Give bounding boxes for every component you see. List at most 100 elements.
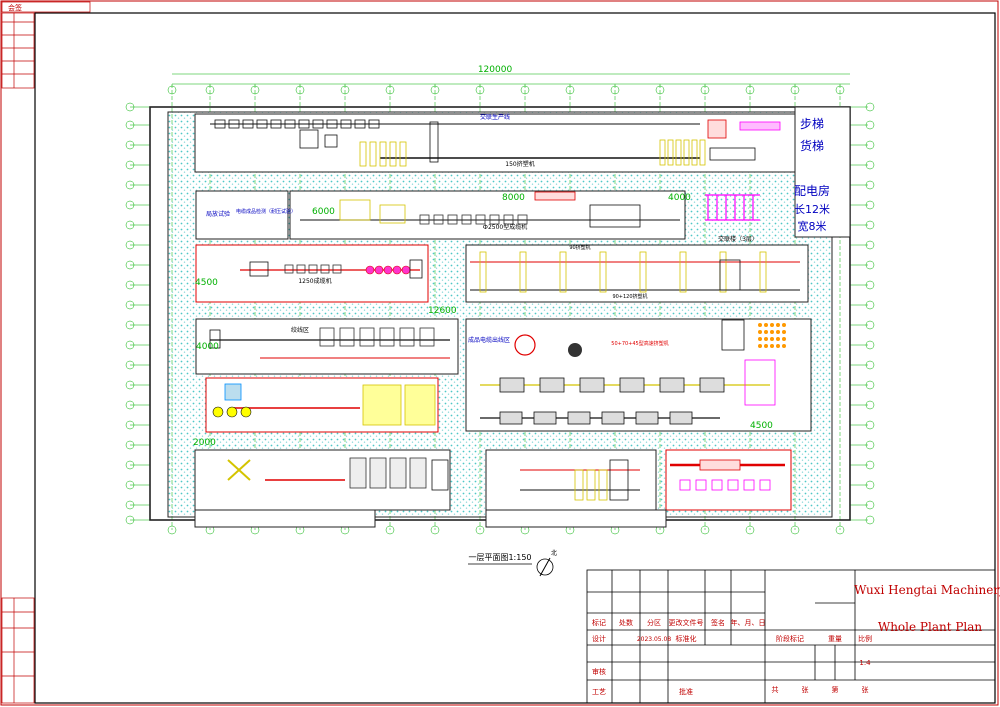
reel-stock xyxy=(758,337,762,341)
grid-bubble-right xyxy=(865,420,875,430)
machine-unit xyxy=(419,214,430,225)
grid-bubble-top xyxy=(610,85,620,95)
grid-bubble-right xyxy=(865,515,875,525)
machine-unit xyxy=(695,479,707,491)
grid-bubble-right xyxy=(865,500,875,510)
machine-unit xyxy=(284,119,296,129)
label-cabling-1250: 1250成缆机 xyxy=(298,277,331,285)
machine-unit xyxy=(739,121,781,131)
zone-stranding xyxy=(195,318,459,375)
machine-unit xyxy=(404,384,436,426)
machine-unit xyxy=(589,204,641,228)
grid-bubble-right xyxy=(865,220,875,230)
machine-unit xyxy=(340,119,352,129)
title-block-cell: 工艺 xyxy=(592,688,606,696)
machine-unit xyxy=(296,264,306,274)
grid-bubble-right xyxy=(865,400,875,410)
reel-stock xyxy=(758,344,762,348)
grid-bubble-right xyxy=(865,240,875,250)
grid-bubble-right xyxy=(865,360,875,370)
machine-unit xyxy=(312,119,324,129)
label-power-room-size-2: 宽8米 xyxy=(798,219,827,233)
grid-bubble-left xyxy=(125,102,135,112)
machine-unit xyxy=(479,251,487,293)
title-block-cell: 张 xyxy=(862,685,869,694)
reel-stock xyxy=(776,344,780,348)
grid-bubble-left xyxy=(125,220,135,230)
machine-unit xyxy=(298,119,310,129)
title-block-cell: 处数 xyxy=(619,618,633,627)
machine-unit xyxy=(659,139,666,166)
grid-bubble-right xyxy=(865,280,875,290)
machine-unit xyxy=(409,259,423,279)
machine-unit xyxy=(679,251,687,293)
machine-unit xyxy=(759,251,767,293)
label-power-room-size: 长12米 xyxy=(794,203,830,216)
machine-unit xyxy=(719,259,741,291)
grid-bubble-left xyxy=(125,340,135,350)
machine-unit xyxy=(709,147,756,161)
machine-unit xyxy=(399,141,407,167)
zone-extruder-90 xyxy=(465,244,809,303)
label-power-room: 配电房 xyxy=(794,183,830,198)
grid-bubble-right xyxy=(865,440,875,450)
machine-unit xyxy=(368,119,380,129)
label-cabling-2500: Ф2500型成缆机 xyxy=(483,223,527,231)
reel-stock xyxy=(776,337,780,341)
spool xyxy=(392,265,402,275)
machine-unit xyxy=(461,214,472,225)
grid-bubble-left xyxy=(125,515,135,525)
grid-bubble-left xyxy=(125,160,135,170)
machine-unit xyxy=(379,204,406,224)
grid-bubble-left xyxy=(125,300,135,310)
reel-stock xyxy=(764,344,768,348)
grid-bubble-right xyxy=(865,200,875,210)
grid-bubble-right xyxy=(865,480,875,490)
label-extruder-90-120: 90+120挤塑机 xyxy=(612,293,647,300)
machine-unit xyxy=(409,457,427,489)
title-block-cell: 设计 xyxy=(592,634,606,643)
grid-bubble-bottom xyxy=(835,525,845,535)
reel-stock xyxy=(776,330,780,334)
reel-stock xyxy=(764,323,768,327)
grid-bubble-left xyxy=(125,140,135,150)
machine-unit xyxy=(389,141,397,167)
zone-bottom-strip-2 xyxy=(485,509,667,528)
svg-text:4500: 4500 xyxy=(750,421,773,431)
grid-bubble-top xyxy=(520,85,530,95)
machine-unit xyxy=(539,377,565,393)
title-block-cell: 签名 xyxy=(711,618,725,627)
zone-partial-discharge xyxy=(195,190,289,240)
machine-unit xyxy=(339,199,371,221)
grid-bubble-right xyxy=(865,120,875,130)
reel-stock xyxy=(770,323,774,327)
machine-unit xyxy=(242,119,254,129)
machine-unit xyxy=(209,329,221,349)
title-block-cell: 标准化 xyxy=(676,634,697,643)
grid-bubble-top xyxy=(385,85,395,95)
spool xyxy=(401,265,411,275)
label-cable-test: 电缆成品检测（耐压试验） xyxy=(236,208,296,215)
grid-bubble-bottom xyxy=(475,525,485,535)
reel-stock xyxy=(758,323,762,327)
spool xyxy=(212,406,224,418)
machine-unit xyxy=(447,214,458,225)
machine-unit xyxy=(601,411,625,425)
grid-bubble-right xyxy=(865,460,875,470)
machine-unit xyxy=(354,119,366,129)
reel-stock xyxy=(782,330,786,334)
machine-unit xyxy=(214,119,226,129)
grid-bubble-top xyxy=(205,85,215,95)
title-block-cell: 比例 xyxy=(858,634,872,643)
machine-unit xyxy=(419,327,435,347)
label-extruder-90: 90挤塑机 xyxy=(569,244,590,251)
machine-unit xyxy=(691,139,698,166)
reel-stock xyxy=(776,323,780,327)
label-finished-cable: 成品电缆出线区 xyxy=(468,336,510,344)
svg-text:4000: 4000 xyxy=(668,193,691,203)
machine-unit xyxy=(224,383,242,401)
zone-1250 xyxy=(195,244,429,303)
grid-bubble-left xyxy=(125,420,135,430)
